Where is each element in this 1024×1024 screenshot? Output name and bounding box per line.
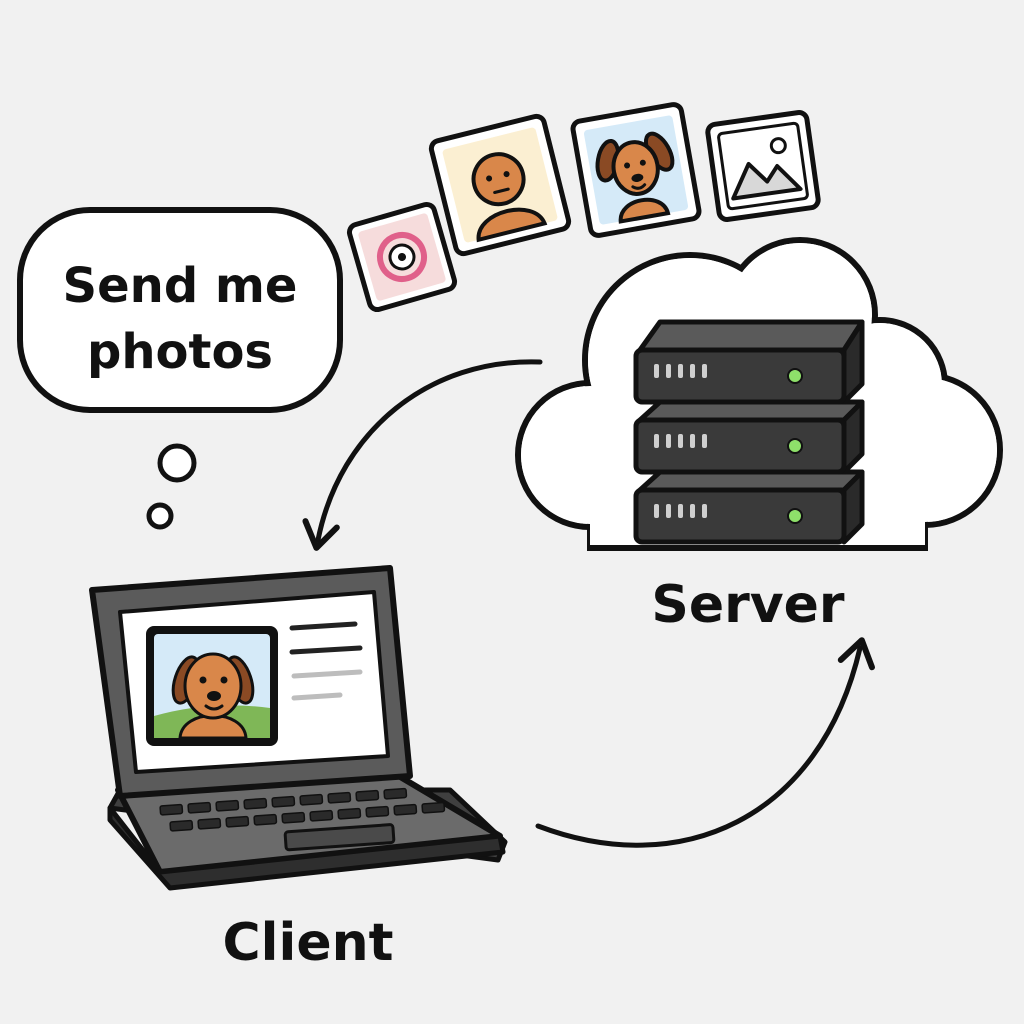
server-unit [633,469,865,545]
dog-face-icon [595,131,675,224]
photo-thumbnail [705,110,821,222]
server-rack-icon [633,319,865,545]
client-label: Client [223,913,394,973]
speech-bubble: Send me photos [17,207,343,530]
response-arrow [302,359,543,551]
laptop-icon [89,565,508,891]
thought-dot-small [146,502,174,530]
server-label: Server [651,575,845,635]
photo-thumbnail [346,201,458,313]
photo-thumbnail [428,113,572,257]
photo-strip [346,102,821,313]
speech-bubble-line1: Send me [63,258,298,314]
trackpad [283,823,396,852]
screen-text-lines [289,621,363,701]
person-face-icon [471,152,548,243]
camera-lens-icon [377,232,427,282]
screen-photo [146,626,278,746]
photo-thumbnail [570,102,702,238]
speech-bubble-line2: photos [87,324,273,380]
landscape-image-icon [731,137,803,201]
thought-dot-large [157,443,197,483]
dog-face-icon [171,652,255,740]
request-arrow [535,637,875,848]
keyboard [159,787,446,832]
server-unit [633,319,865,405]
server-unit [633,399,865,475]
